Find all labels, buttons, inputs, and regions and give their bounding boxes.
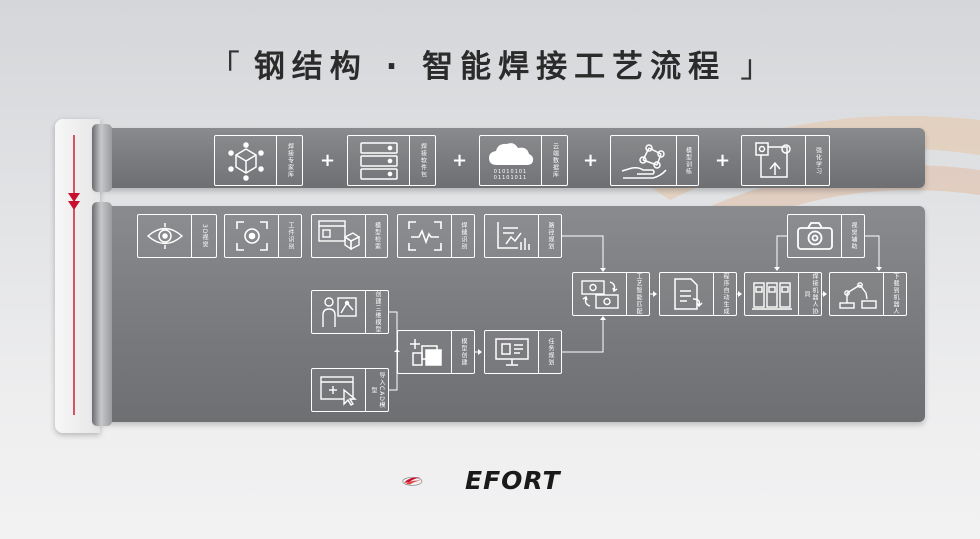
node-label: 导入CAD模型 [370,371,385,409]
node-label: 工艺智能匹配 [635,273,642,315]
cloud-binary-1: 01010101 [493,168,528,175]
band-roller [92,124,112,192]
node-weld-software-pkg: 焊接软件包 [347,135,436,186]
node-label: 云端数据库 [551,143,559,178]
robot-arm-icon [830,273,884,315]
cloud-binary-2: 01101011 [493,174,528,181]
plus-icon: + [583,150,599,171]
node-workpiece-recognition: 工件识别 [224,214,302,258]
node-cloud-database: 01010101 01101011 云端数据库 [479,135,568,186]
node-label: 焊接机器人协同 [803,273,818,315]
brand-name: EFORT [465,466,561,495]
node-label: 模型训练 [684,146,692,175]
camera-icon [788,215,842,257]
node-program-auto-gen: 程序自动生成 [659,272,737,316]
band-roller [92,202,112,426]
node-label: 下载到机器人 [892,273,899,315]
node-weld-expert-db: 焊接专家库 [214,135,303,186]
plus-icon: + [452,150,468,171]
cad-cursor-icon [312,369,366,411]
node-label: 程序自动生成 [722,273,729,315]
node-multi-robot-weld: 焊接机器人协同 [744,272,822,316]
node-label: 焊接专家库 [286,143,294,178]
node-label: 强化学习 [814,146,822,175]
hand-network-icon [611,136,677,185]
node-model-creation: 模型创建 [397,330,475,374]
efort-logo-mark [402,476,423,486]
cloud-icon: 01010101 01101011 [480,136,542,185]
node-label: 创建三维模型 [374,291,381,333]
learning-icon [742,136,806,185]
node-label: 视觉辅助 [850,222,857,250]
scan-target-icon [225,215,279,257]
monitor-icon [485,331,539,373]
node-model-training: 模型训练 [610,135,699,186]
page-title: 「 钢结构 · 智能焊接工艺流程 」 [0,38,980,88]
node-offline-planning: 任务规划 [484,330,562,374]
node-label: 焊接软件包 [419,143,427,178]
node-download-robot: 下载到机器人 [829,272,907,316]
node-3d-vision: 3D视觉 [137,214,217,258]
node-label: 路径规划 [547,222,554,250]
node-model-retrieval: 模型检索 [311,214,388,258]
path-chart-icon [485,215,539,257]
eye-scan-icon [138,215,192,257]
server-stack-icon [348,136,410,185]
matching-icon [573,273,627,315]
model-window-icon [312,215,366,257]
title-text: 钢结构 · 智能焊接工艺流程 [253,48,727,85]
node-label: 模型创建 [460,338,467,366]
node-camera-assist: 视觉辅助 [787,214,865,258]
plus-icon: + [715,150,731,171]
document-gen-icon [660,273,714,315]
flow-direction-arrow [68,135,80,415]
node-import-cad-model: 导入CAD模型 [311,368,389,412]
plus-icon: + [320,150,336,171]
person-model-icon [312,291,366,333]
node-seam-recognition: 焊缝识别 [397,214,475,258]
node-label: 焊缝识别 [460,222,467,250]
node-build-3d-model: 创建三维模型 [311,290,389,334]
node-reinforcement-learning: 强化学习 [741,135,830,186]
node-label: 3D视觉 [201,223,208,249]
welding-machines-icon [745,273,799,315]
node-path-planning: 路径规划 [484,214,562,258]
node-label: 模型检索 [373,222,381,250]
node-process-matching: 工艺智能匹配 [572,272,650,316]
node-label: 工件识别 [287,222,294,250]
node-label: 任务规划 [547,338,554,366]
seam-scan-icon [398,215,452,257]
cube-network-icon [215,136,277,185]
model-create-icon [398,331,452,373]
